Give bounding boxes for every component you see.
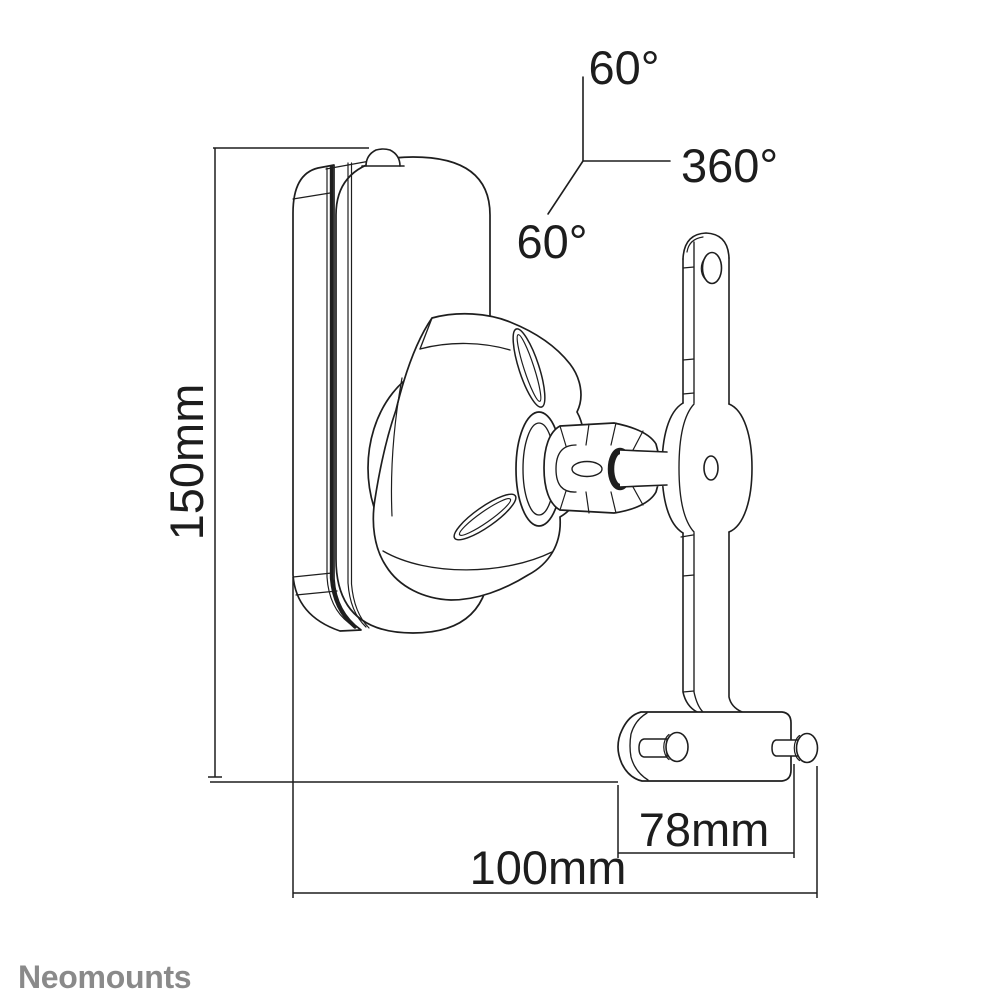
wall-bracket (661, 232, 753, 713)
dimension-total-width: 100mm (292, 577, 818, 898)
angle-swivel-label: 360° (681, 139, 778, 192)
knob-slot-upper (512, 328, 546, 408)
joint-slot (571, 460, 603, 478)
bracket-head-hole (701, 251, 723, 285)
joint-facets (559, 422, 644, 514)
base-left-wrap (629, 712, 649, 781)
top-band-edge (325, 160, 371, 170)
dim-base-width-label: 78mm (639, 803, 770, 856)
angle-diagonal-line (547, 160, 584, 215)
bracket-hub-right (728, 403, 753, 533)
knob-bottom-band (382, 550, 553, 571)
speaker-top-knob (361, 148, 405, 167)
base-plate (617, 711, 819, 782)
knob-left-contour (390, 377, 403, 517)
bracket-head-inner-arc (686, 236, 704, 253)
angle-tilt-down-label: 60° (516, 215, 587, 268)
base-outline (617, 711, 792, 782)
left-peg (638, 731, 689, 763)
dimension-height: 150mm (160, 147, 618, 783)
bracket-right-lower (728, 531, 743, 713)
side-panel-seam-top (292, 192, 331, 200)
bracket-head-arc (682, 232, 730, 260)
dim-total-width-label: 100mm (470, 841, 627, 894)
side-panel-seam-bottom2 (295, 590, 338, 596)
knob-band-bottom (419, 342, 511, 351)
right-peg (771, 732, 819, 764)
dim-height-label: 150mm (160, 384, 213, 541)
joint-face (555, 444, 577, 493)
bracket-hub-edge (678, 403, 695, 533)
angle-tilt-up-label: 60° (588, 41, 659, 94)
angle-indicator: 60° 360° 60° (516, 41, 778, 268)
joint-shaft (619, 449, 668, 488)
dimension-base-width: 78mm (617, 764, 795, 858)
knob-band-corner (419, 317, 433, 350)
bracket-edge-ticks (680, 266, 695, 693)
bracket-hub-hole (703, 455, 719, 481)
side-panel-seam-bottom1 (292, 572, 333, 578)
knob-slot-lower (453, 493, 517, 541)
bracket-edge-lower (693, 532, 704, 713)
brand-logo: Neomounts (18, 959, 191, 995)
bracket-head-hole-rim (700, 257, 706, 280)
panel-gap-lines (326, 162, 370, 629)
